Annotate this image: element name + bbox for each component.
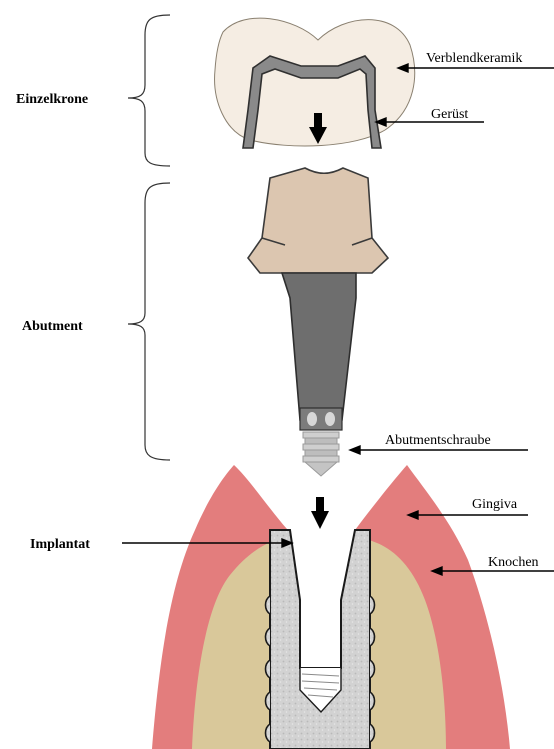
braces — [128, 15, 170, 460]
implant-body — [270, 530, 370, 749]
label-abutmentschraube: Abutmentschraube — [385, 433, 491, 448]
screw-head-highlight-left — [307, 412, 317, 426]
abutment-post — [282, 273, 356, 420]
abutment-upper — [248, 168, 388, 273]
down-arrow-2 — [311, 497, 329, 529]
label-verblendkeramik: Verblendkeramik — [426, 51, 522, 66]
label-implantat: Implantat — [30, 537, 90, 552]
abutment — [248, 168, 388, 529]
label-knochen: Knochen — [488, 555, 539, 570]
abutment-post-tip — [300, 408, 342, 430]
label-abutment: Abutment — [22, 319, 83, 334]
brace-einzelkrone — [128, 15, 170, 166]
crown — [215, 18, 415, 148]
abutment-screw — [303, 432, 339, 476]
implant-site — [152, 465, 510, 749]
screw-head-highlight-right — [325, 412, 335, 426]
brace-abutment — [128, 183, 170, 460]
label-geruest: Gerüst — [431, 107, 468, 122]
label-einzelkrone: Einzelkrone — [16, 92, 88, 107]
label-gingiva: Gingiva — [472, 497, 518, 512]
